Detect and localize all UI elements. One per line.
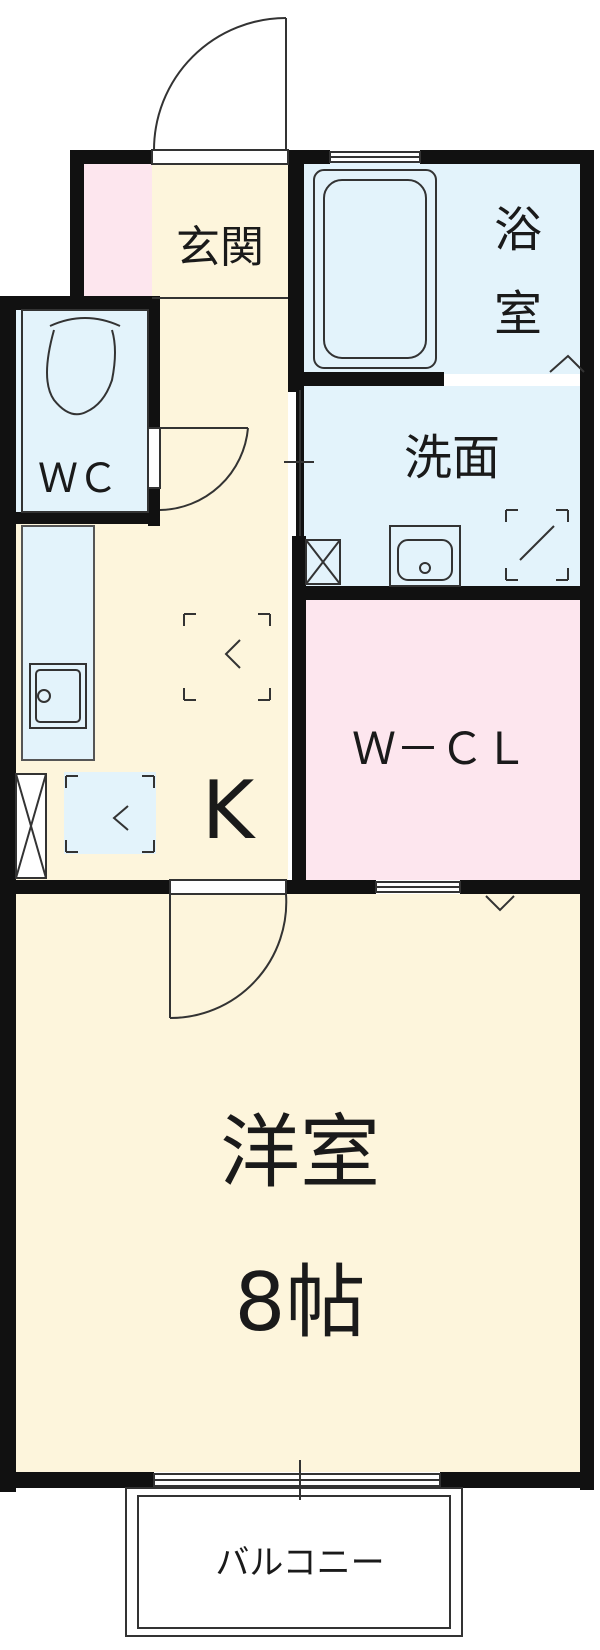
toilet-icon	[21, 309, 149, 513]
doors	[147, 17, 515, 1020]
wc-floor	[16, 304, 152, 514]
balcony-label: バルコニー	[215, 1543, 384, 1583]
ceiling-light-icon	[183, 613, 271, 701]
genkan-floor	[152, 162, 290, 302]
fridge-icon	[65, 775, 155, 853]
column-x-icon	[15, 773, 47, 879]
wcl-label: Ｗ－ＣＬ	[352, 724, 528, 775]
washroom-label: 洗面	[404, 430, 500, 486]
wcl-floor	[304, 600, 584, 880]
kitchen-counter	[21, 525, 95, 761]
wc-label: ＷＣ	[38, 456, 118, 502]
kitchen-sink-icon	[29, 663, 87, 729]
bath-label-2: 室	[494, 286, 542, 342]
balcony-outline	[125, 1487, 463, 1637]
entry-pink-area	[84, 162, 152, 302]
storage-x-icon	[305, 539, 341, 585]
hall-kitchen-floor	[152, 302, 288, 882]
bathroom-floor	[304, 162, 584, 374]
western-room-floor	[16, 894, 584, 1472]
wash-basin-icon	[389, 525, 461, 587]
western-room-size: 8帖	[235, 1256, 366, 1349]
fridge-space	[64, 772, 156, 854]
windows	[153, 151, 461, 1500]
washer-space-icon	[505, 509, 569, 581]
walls	[0, 150, 594, 1492]
genkan-label: 玄関	[176, 222, 264, 273]
kitchen-label: K	[202, 764, 257, 857]
bath-label-1: 浴	[494, 202, 542, 258]
western-room-label: 洋室	[220, 1106, 380, 1199]
bathtub-icon	[313, 169, 585, 373]
washroom-floor	[304, 386, 584, 586]
